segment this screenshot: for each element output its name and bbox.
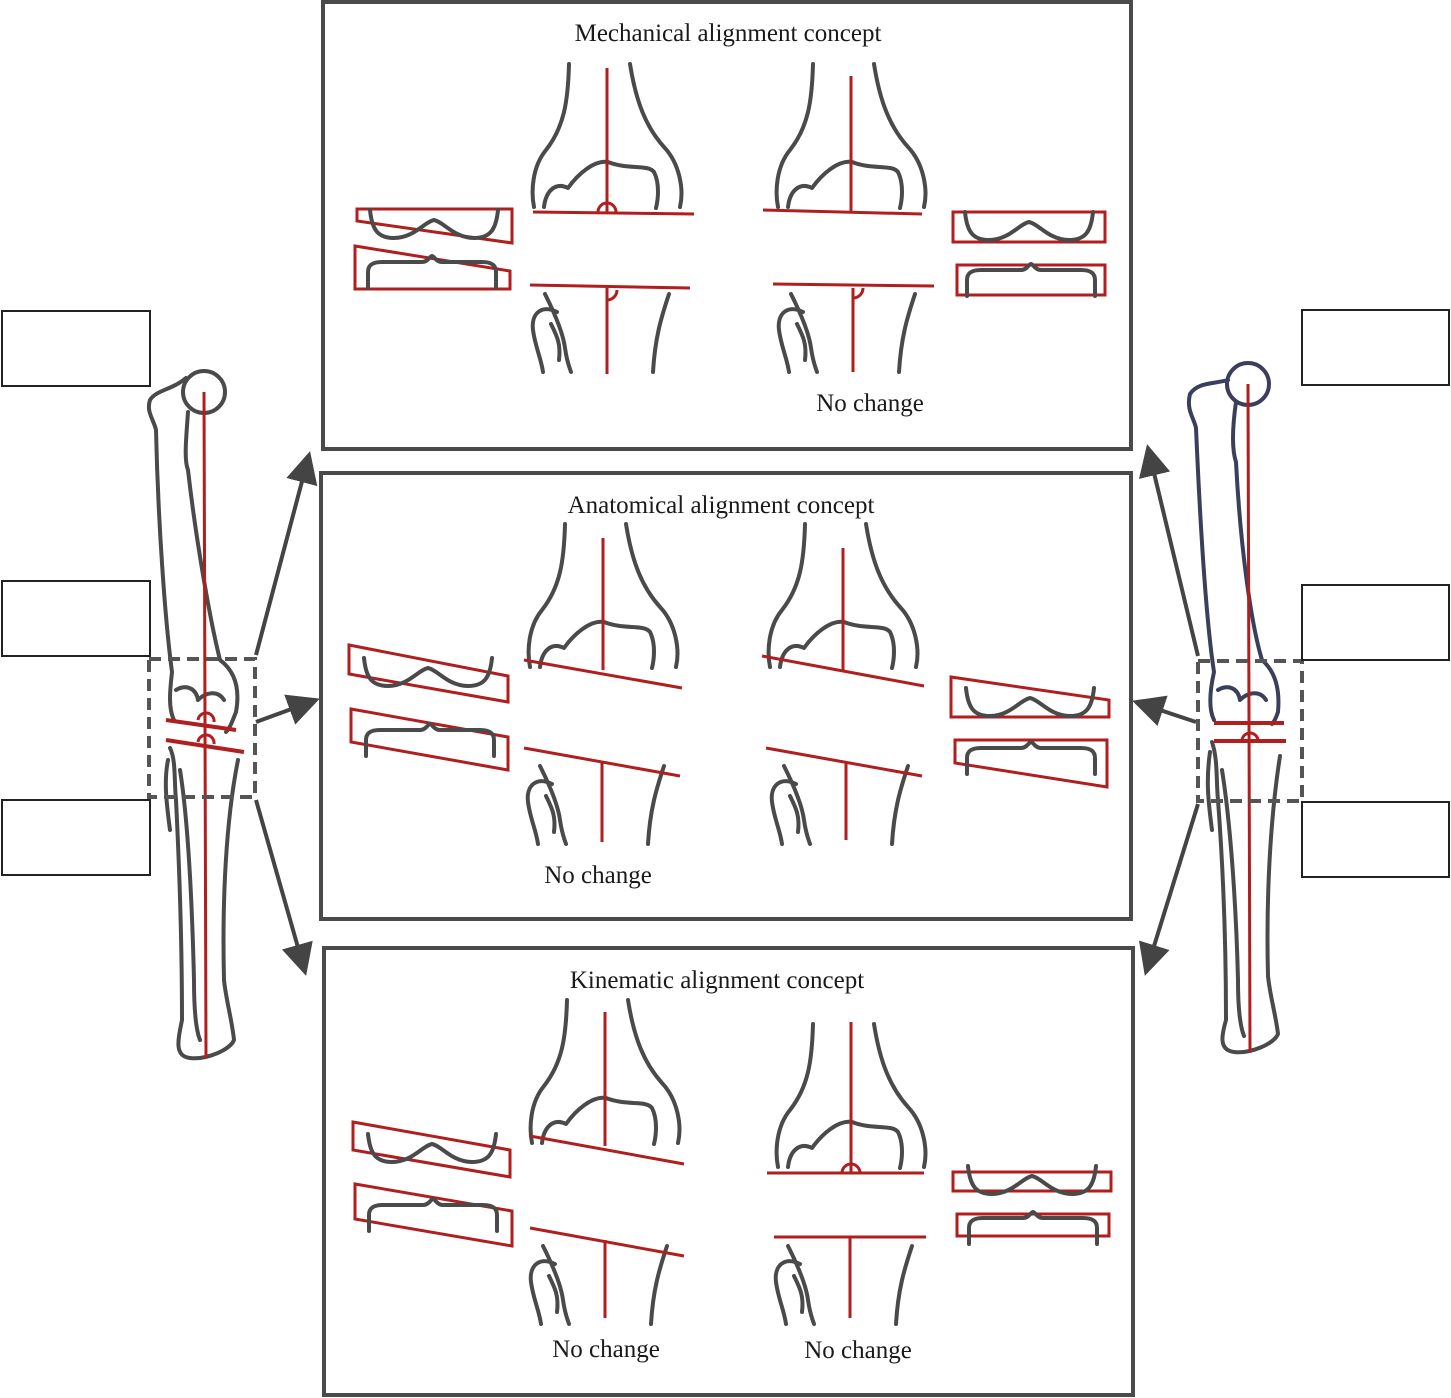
panel-mechanical-title: Mechanical alignment concept: [575, 20, 882, 47]
left-label-box-ankle: [1, 799, 151, 876]
panel-kinematic-title: Kinematic alignment concept: [570, 967, 864, 994]
panel-anatomical-note-1: No change: [544, 862, 652, 889]
right-label-boxes: [1301, 309, 1450, 878]
panel-mechanical-frame: [321, 0, 1133, 451]
arrow-right-to-mechanical: [1138, 444, 1200, 657]
panel-anatomical-frame: [319, 471, 1133, 921]
panel-kinematic-note-2: No change: [804, 1337, 912, 1364]
arrow-left-to-mechanical: [254, 451, 318, 656]
right-knee-focus-box: [1196, 659, 1304, 803]
panel-mechanical: Mechanical alignment concept No change: [321, 0, 1133, 451]
right-label-box-knee: [1301, 584, 1450, 661]
left-label-box-hip: [1, 310, 151, 387]
panel-kinematic: Kinematic alignment concept No change No…: [322, 946, 1135, 1397]
arrows: [254, 444, 1200, 976]
right-label-box-hip: [1301, 309, 1450, 386]
arrow-left-to-kinematic: [254, 799, 313, 976]
arrow-right-to-anatomical: [1132, 695, 1197, 727]
arrow-right-to-kinematic: [1138, 803, 1200, 976]
left-label-boxes: [1, 310, 151, 876]
left-knee-focus-box: [147, 657, 257, 799]
panel-mechanical-note-1: No change: [816, 390, 924, 417]
panel-kinematic-note-1: No change: [552, 1336, 660, 1363]
left-limb: [146, 369, 257, 1061]
arrow-left-to-anatomical: [255, 694, 320, 725]
right-label-box-ankle: [1301, 801, 1450, 878]
right-limb: [1186, 361, 1304, 1055]
panel-anatomical-title: Anatomical alignment concept: [568, 492, 875, 519]
panel-anatomical: Anatomical alignment concept No change: [319, 471, 1133, 921]
left-label-box-knee: [1, 580, 151, 657]
